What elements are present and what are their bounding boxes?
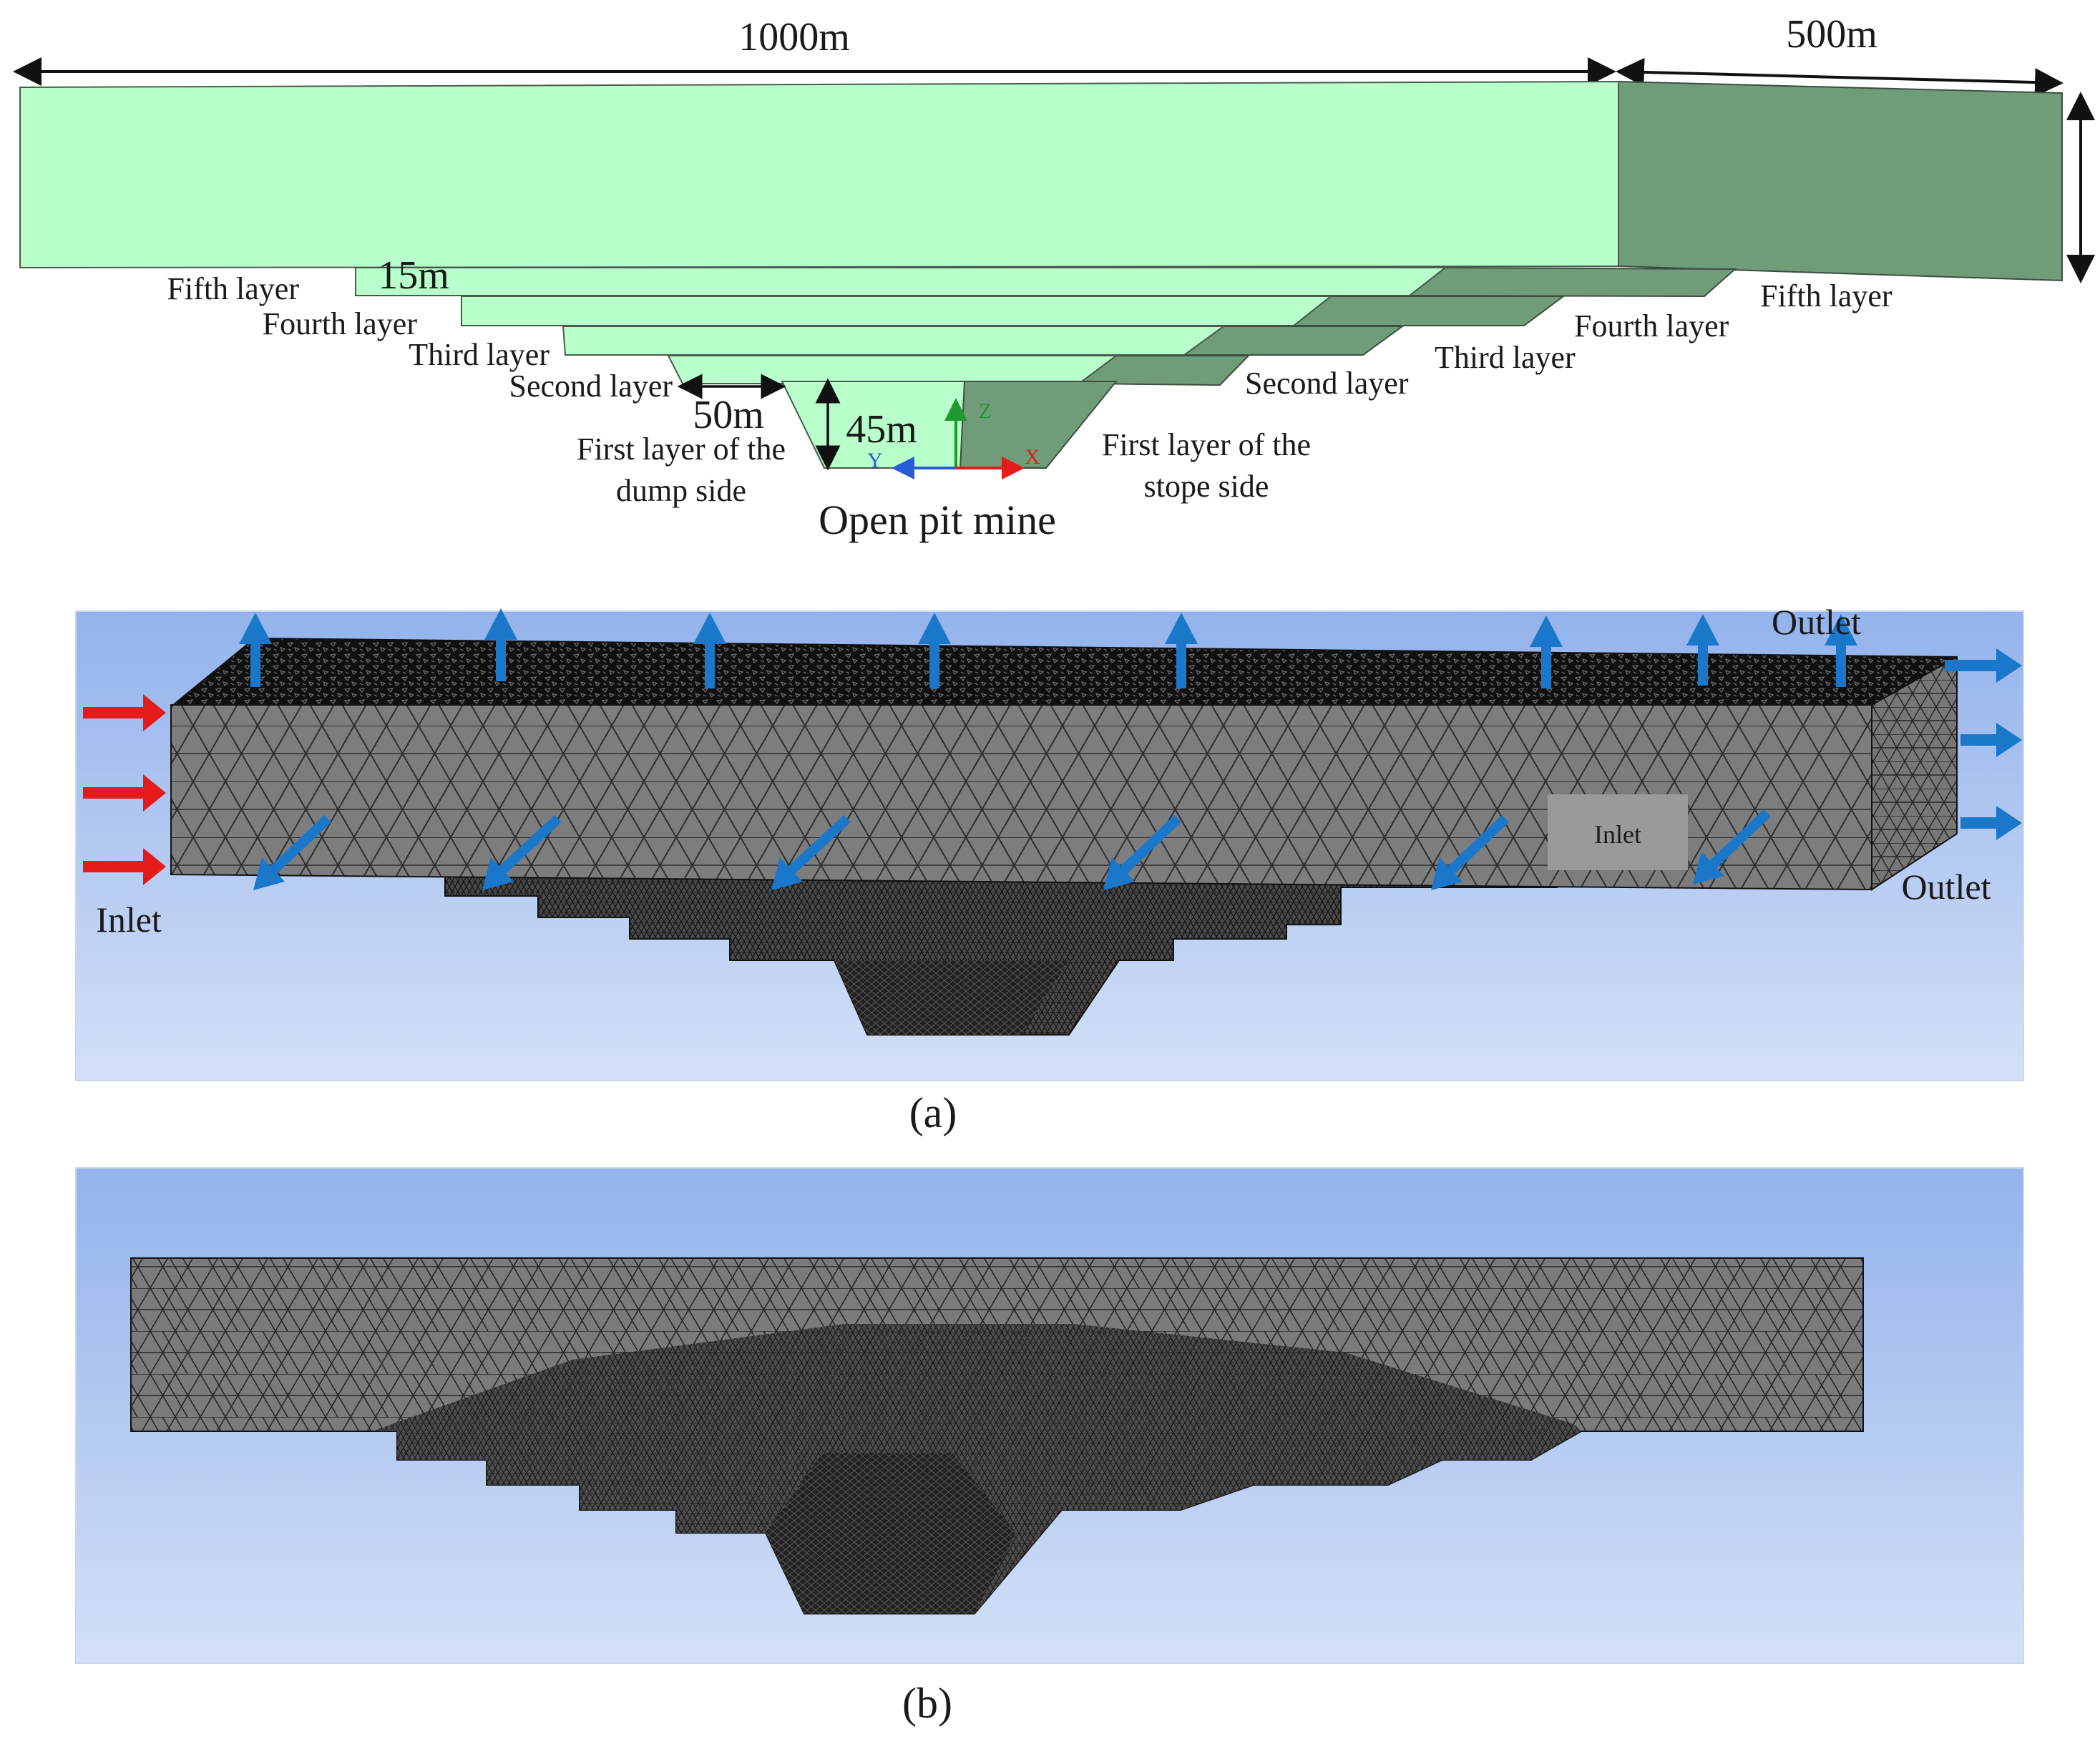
side-arrow-head-2 — [482, 857, 514, 890]
geometry-model: 1000m 500m 100m 15m 50m 45m — [13, 12, 2095, 543]
dimension-1000m: 1000m — [13, 15, 1616, 86]
side-arrow-5 — [1447, 814, 1509, 874]
side-arrow-4 — [1120, 814, 1181, 874]
side-arrow-2 — [499, 814, 562, 874]
dimension-50m: 50m — [677, 374, 786, 437]
caption-b: (b) — [902, 1680, 952, 1727]
dimension-label-15m: 15m — [378, 253, 449, 298]
mesh-a-side-arrows — [270, 809, 1771, 874]
open-pit-mine-label: Open pit mine — [819, 497, 1056, 543]
mesh-a-front-face — [170, 704, 1872, 891]
dump-step-2 — [667, 355, 1118, 384]
outlet-right-arrow-2 — [1960, 723, 2022, 757]
dimension-15m: 15m — [378, 253, 449, 298]
mesh-a-inlet-box — [1548, 794, 1688, 870]
side-arrow-head-6 — [1693, 852, 1724, 885]
outlet-up-arrow-2 — [484, 608, 517, 681]
stope-first-layer-label-line2: stope side — [1144, 469, 1269, 504]
dump-fifth-layer-label: Fifth layer — [167, 271, 299, 306]
mesh-b-fine-region — [372, 1324, 1581, 1614]
dump-first-layer-label-line1: First layer of the — [577, 432, 786, 467]
inlet-arrow-3 — [83, 848, 166, 885]
dump-step-4 — [461, 296, 1333, 326]
side-arrow-head-4 — [1103, 857, 1135, 890]
mesh-a-outlet-arrows-top — [239, 608, 1857, 688]
dump-fourth-layer-label: Fourth layer — [263, 306, 418, 341]
axis-label-y: Y — [867, 449, 883, 472]
dimension-label-500m: 500m — [1786, 12, 1877, 57]
caption-a: (a) — [909, 1089, 957, 1136]
mesh-panel-b: (b) — [75, 1167, 2024, 1727]
outlet-up-arrow-6 — [1530, 615, 1563, 688]
outlet-up-arrow-7 — [1686, 614, 1719, 686]
dump-third-layer-label: Third layer — [409, 337, 550, 372]
side-arrow-head-3 — [771, 857, 803, 890]
outlet-right-arrow-3 — [1960, 806, 2022, 840]
dump-side-labels: Fifth layer Fourth layer Third layer Sec… — [167, 271, 786, 508]
dump-first-layer-label-line2: dump side — [616, 473, 746, 508]
mesh-a-side-arrow-heads — [253, 852, 1724, 890]
stope-side-labels: Fifth layer Fourth layer Third layer Sec… — [1102, 278, 1893, 504]
mesh-a-outlet-top-label: Outlet — [1772, 602, 1861, 642]
dimension-45m: 45m — [815, 378, 917, 471]
stope-fourth-layer-label: Fourth layer — [1574, 308, 1729, 344]
outlet-up-arrow-4 — [918, 613, 951, 688]
dump-top-block — [19, 80, 1619, 269]
outlet-up-arrow-8 — [1825, 614, 1857, 687]
dimension-label-1000m: 1000m — [738, 15, 850, 59]
mesh-a-pit — [444, 869, 1558, 1036]
inlet-arrow-1 — [83, 694, 166, 731]
dimension-500m: 500m — [1616, 12, 2064, 97]
mesh-a-inlet-arrows-left — [83, 694, 166, 885]
axis-label-z: Z — [979, 399, 992, 423]
stope-fifth-layer-label: Fifth layer — [1760, 278, 1893, 313]
dump-step-5 — [355, 267, 1447, 296]
axis-label-x: X — [1025, 445, 1040, 469]
stope-first-layer-label-line1: First layer of the — [1102, 427, 1311, 462]
dimension-label-45m: 45m — [846, 407, 917, 452]
mesh-b-dense-core — [766, 1453, 1016, 1614]
dump-second-layer-label: Second layer — [509, 369, 673, 404]
outlet-up-arrow-3 — [693, 613, 726, 688]
mesh-a-inlet-left-label: Inlet — [96, 900, 162, 940]
outlet-right-arrow-1 — [1945, 648, 2022, 683]
dump-step-3 — [562, 326, 1226, 356]
side-arrow-head-1 — [253, 857, 285, 890]
stope-step-4 — [1291, 296, 1566, 326]
side-arrow-head-5 — [1431, 857, 1462, 890]
inlet-arrow-2 — [83, 774, 166, 812]
stope-top-block — [1618, 80, 2063, 282]
mesh-a-outlet-right-label: Outlet — [1902, 867, 1991, 907]
stope-first-layer — [959, 381, 1118, 469]
mesh-a-pit-core — [834, 960, 1069, 1035]
stope-step-5 — [1407, 266, 1737, 298]
side-arrow-1 — [270, 814, 331, 874]
mesh-panel-a: Inlet — [75, 602, 2024, 1136]
stope-third-layer-label: Third layer — [1435, 340, 1576, 375]
side-arrow-3 — [788, 814, 851, 874]
outlet-up-arrow-5 — [1165, 613, 1198, 688]
mesh-a-inlet-box-label: Inlet — [1594, 820, 1641, 849]
outlet-up-arrow-1 — [239, 613, 272, 687]
stope-second-layer-label: Second layer — [1245, 366, 1409, 401]
mesh-a-outlet-arrows-right — [1945, 648, 2022, 840]
coordinate-axes: Z Y X — [867, 398, 1040, 479]
side-arrow-6 — [1709, 809, 1771, 869]
dimension-label-50m: 50m — [693, 393, 764, 437]
